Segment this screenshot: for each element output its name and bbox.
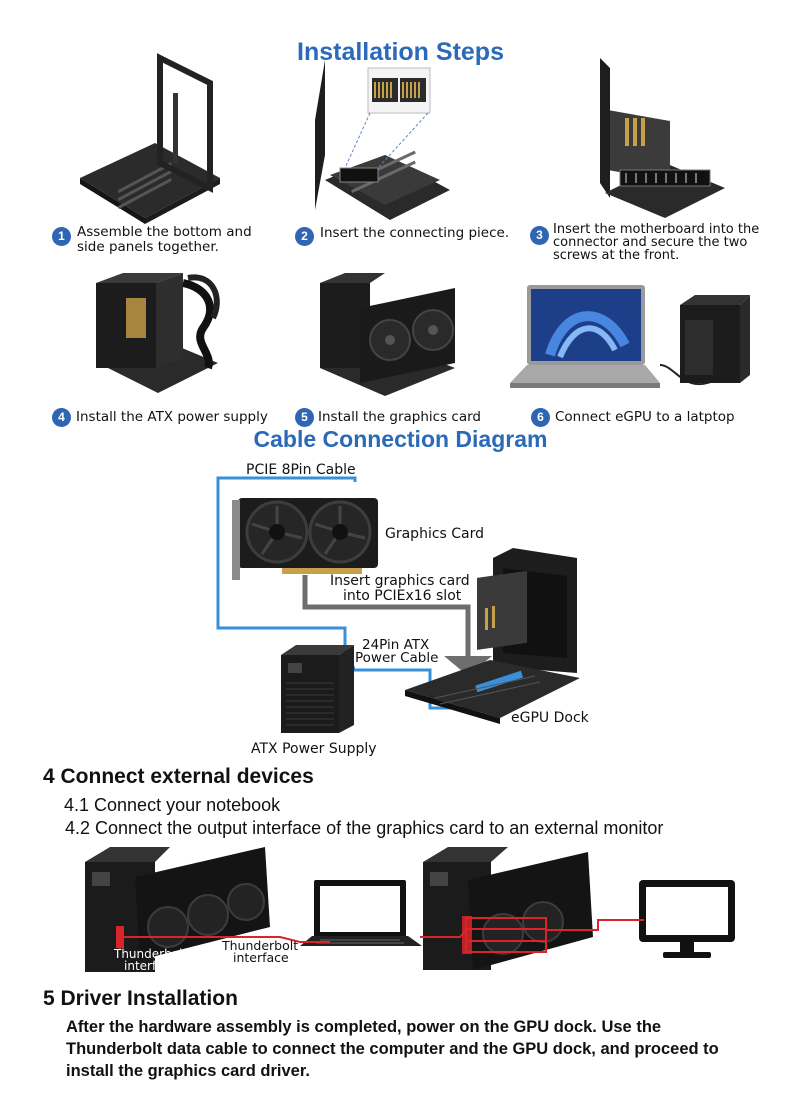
thunderbolt-label-mid-line2: interface xyxy=(233,950,289,965)
step-4-text: Install the ATX power supply xyxy=(76,409,268,425)
graphics-card-label: Graphics Card xyxy=(385,526,485,542)
section5-line-3: install the graphics card driver. xyxy=(66,1062,310,1080)
step-3-text: Insert the motherboard into the connecto… xyxy=(553,222,760,263)
thunderbolt-cable-left xyxy=(120,936,330,943)
insert-slot-label-line1: Insert graphics card xyxy=(330,573,470,589)
thunderbolt-label-left-line2: interface xyxy=(124,959,178,973)
step6-laptop-image xyxy=(510,285,750,388)
atx-cable-label-line2: Power Cable xyxy=(355,650,439,666)
thunderbolt-label-mid-line1: Thunderbolt xyxy=(222,938,299,953)
step4-psu-image xyxy=(96,273,220,393)
section5-heading: 5 Driver Installation xyxy=(43,987,238,1010)
monitor-image xyxy=(639,880,735,958)
step-5-text: Install the graphics card xyxy=(318,409,481,425)
step-5-number: 5 xyxy=(295,408,314,427)
step-2-text: Insert the connecting piece. xyxy=(320,225,510,241)
section5-line-2: Thunderbolt data cable to connect the co… xyxy=(66,1040,719,1058)
step-6-text: Connect eGPU to a latptop xyxy=(555,409,735,425)
step-1-number: 1 xyxy=(52,227,71,246)
hdmi-cables xyxy=(465,917,644,953)
laptop-image xyxy=(300,880,422,946)
step1-frame-image xyxy=(80,53,220,224)
section4-heading: 4 Connect external devices xyxy=(43,765,314,788)
diagram-title: Cable Connection Diagram xyxy=(253,426,548,452)
thunderbolt-cable-mid xyxy=(420,929,467,938)
insert-slot-label-line2: into PCIEx16 slot xyxy=(343,588,462,604)
egpu-dock-label: eGPU Dock xyxy=(511,710,589,726)
graphics-card-image xyxy=(232,498,378,580)
installation-title: Installation Steps xyxy=(297,38,504,66)
section5-line-1: After the hardware assembly is completed… xyxy=(66,1018,662,1036)
atx-psu-image xyxy=(281,645,354,733)
egpu-with-laptop-image xyxy=(85,847,270,972)
atx-power-supply-label: ATX Power Supply xyxy=(251,741,377,757)
section4-item-1: 4.1 Connect your notebook xyxy=(64,795,281,815)
thunderbolt-label-mid: Thunderbolt interface xyxy=(222,938,299,965)
step-2-number: 2 xyxy=(295,227,314,246)
step5-gpu-image xyxy=(320,273,455,396)
step-1-text: Assemble the bottom and side panels toge… xyxy=(77,224,252,255)
insert-slot-arrow-line xyxy=(302,575,471,656)
step2-connector-image xyxy=(315,60,450,220)
thunderbolt-label-left: Thunderbolt interface xyxy=(104,948,187,972)
section4-cables xyxy=(119,917,644,953)
thunderbolt-label-left-line1: Thunderbolt xyxy=(114,947,188,961)
insert-slot-arrowhead xyxy=(444,656,492,676)
section5-paragraph: After the hardware assembly is completed… xyxy=(66,1016,786,1082)
egpu-dock-image xyxy=(405,548,580,724)
section4-item-2: 4.2 Connect the output interface of the … xyxy=(65,818,664,838)
step-6-number: 6 xyxy=(531,408,550,427)
pcie-cable-label: PCIE 8Pin Cable xyxy=(246,462,356,478)
step-4-number: 4 xyxy=(52,408,71,427)
atx-cable-label-line1: 24Pin ATX xyxy=(362,637,430,653)
step3-motherboard-image xyxy=(600,58,725,218)
step-3-number: 3 xyxy=(530,226,549,245)
